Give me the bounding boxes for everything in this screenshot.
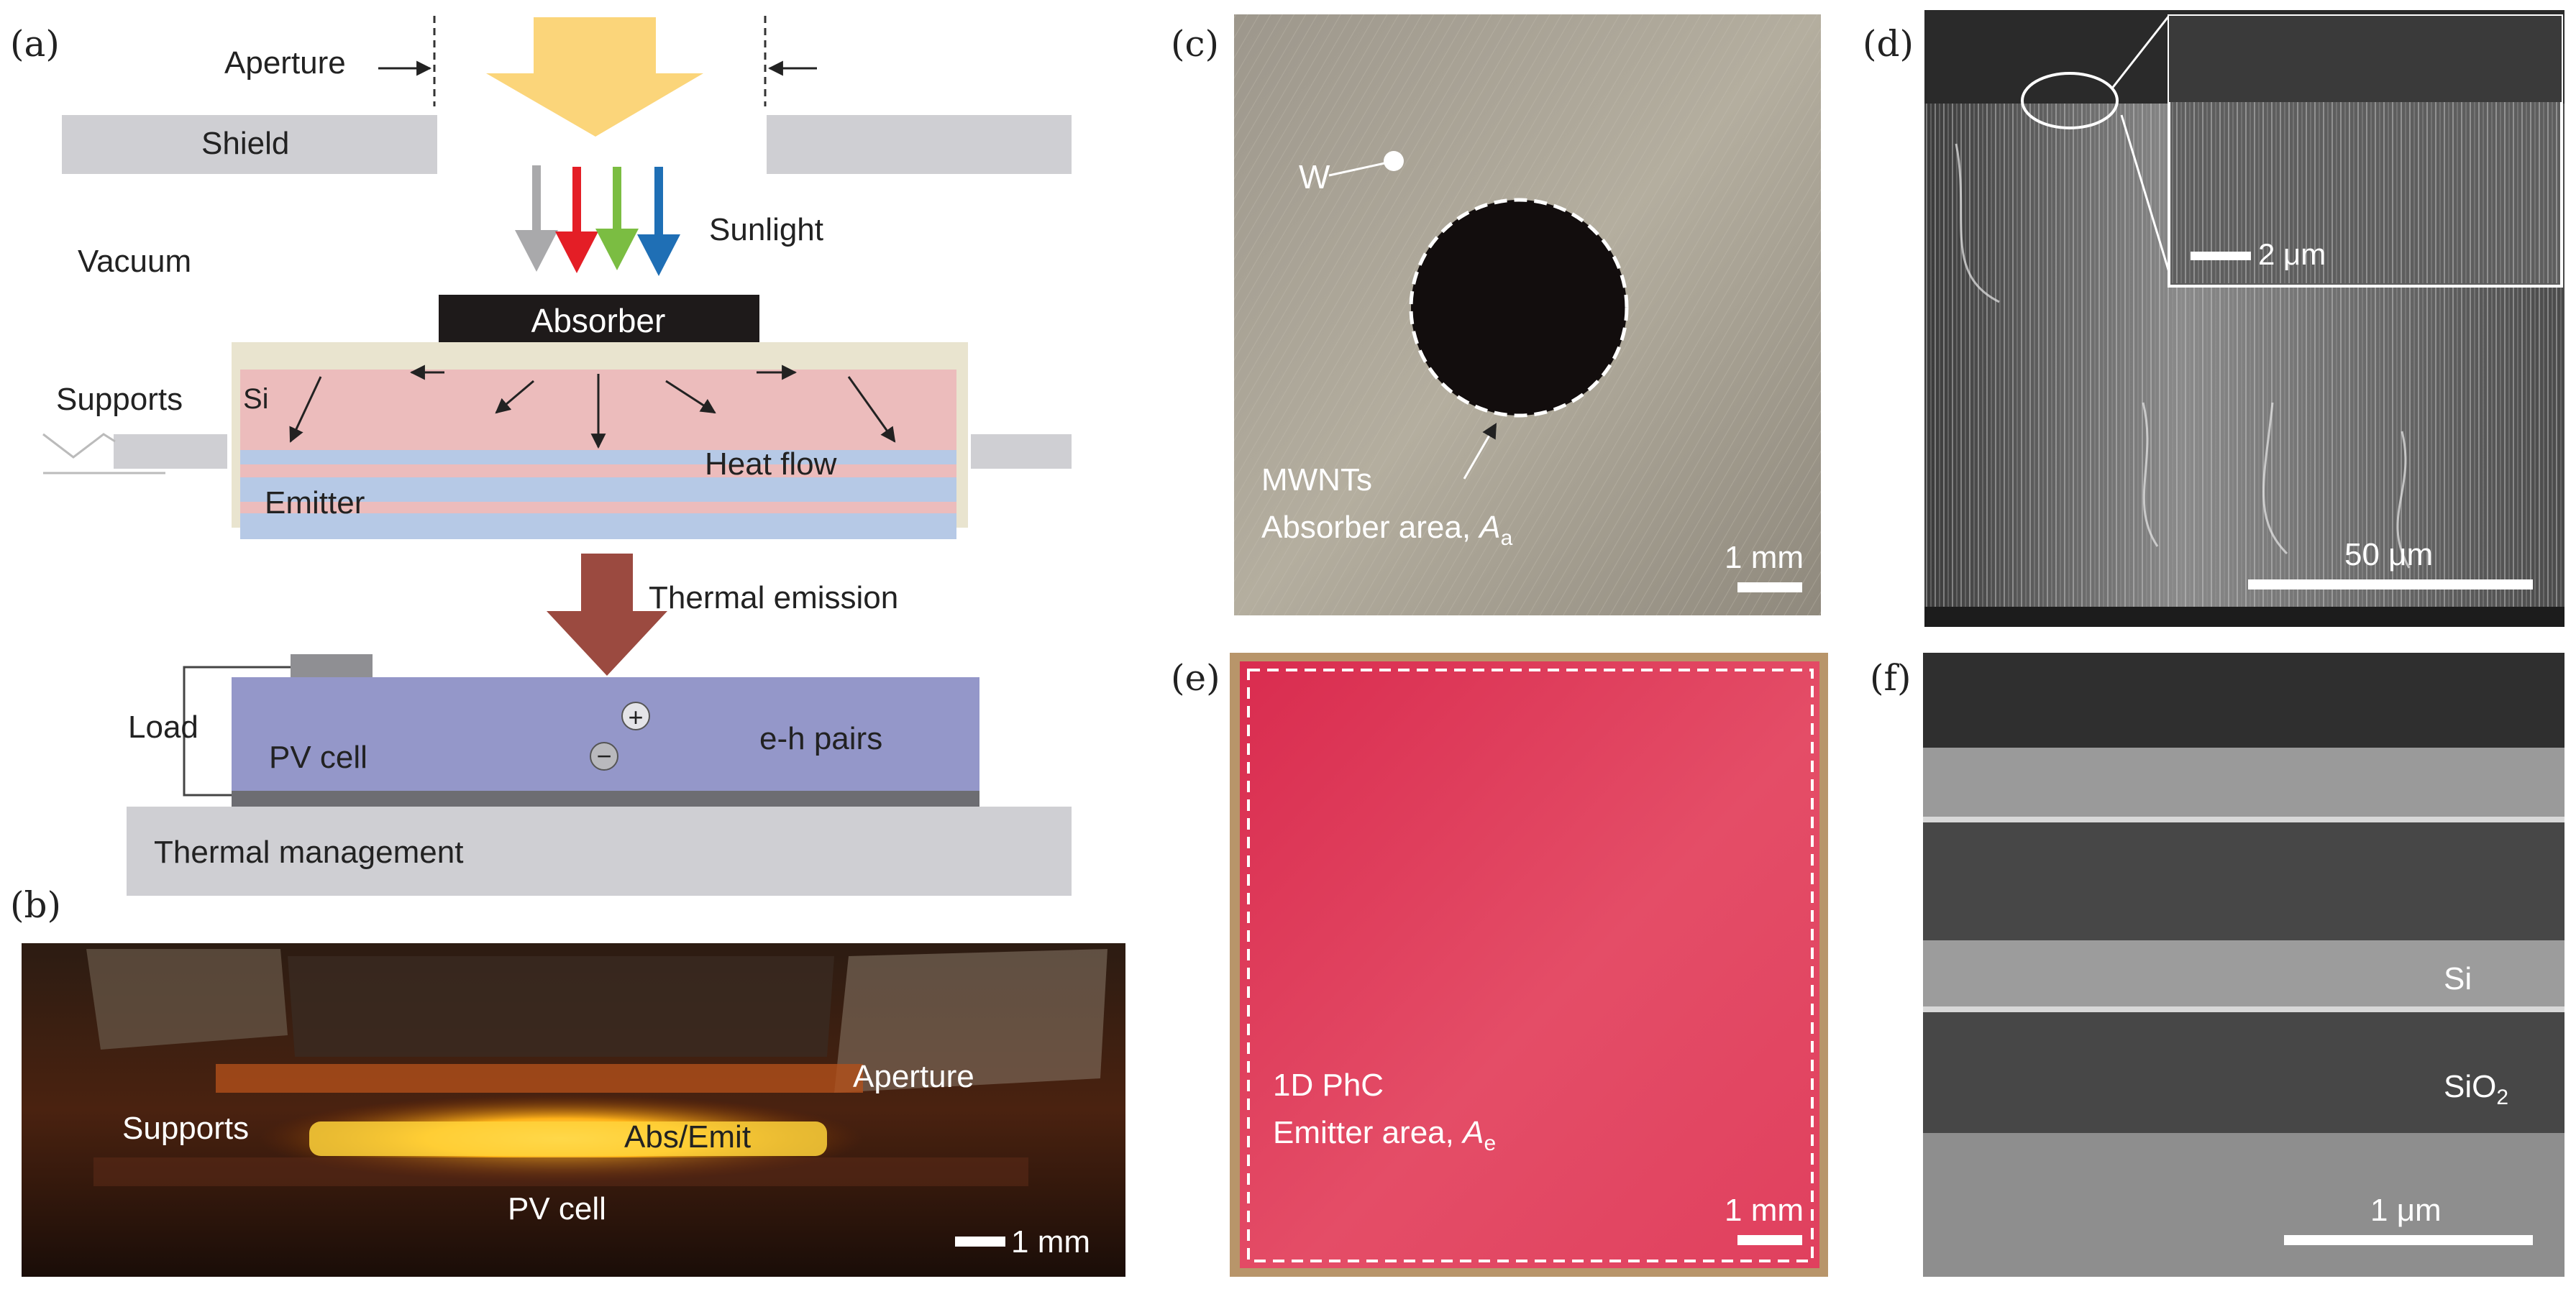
- scale-bar-c: [1737, 582, 1802, 592]
- emitter-area-outline: [1247, 669, 1814, 1262]
- aperture-photo-label: Aperture: [853, 1059, 974, 1094]
- w-marker-dot: [1384, 151, 1404, 171]
- emitter-label: Emitter: [265, 485, 365, 520]
- scale-label-f: 1 μm: [2370, 1193, 2442, 1228]
- supports-label: Supports: [56, 382, 183, 417]
- scale-bar-f: [2284, 1235, 2533, 1245]
- inset-scale-label: 2 μm: [2258, 237, 2326, 271]
- heat-flow-label: Heat flow: [705, 446, 837, 482]
- absorber-area-label: Absorber area, Aa: [1261, 510, 1513, 550]
- minus-sign: −: [596, 741, 611, 771]
- abs-emit-label: Abs/Emit: [624, 1119, 751, 1155]
- plus-sign: +: [628, 702, 643, 732]
- absorber-block: [439, 295, 759, 348]
- si-sem-label: Si: [2444, 961, 2472, 996]
- thermal-emission-label: Thermal emission: [649, 580, 898, 615]
- support-right: [971, 434, 1072, 469]
- panel-f: (f) Si SiO2 1 μm: [1870, 653, 2564, 1277]
- thermal-management-block: [127, 807, 1072, 896]
- panel-e-letter: (e): [1171, 657, 1220, 699]
- pv-top-contact: [291, 654, 373, 679]
- panel-f-letter: (f): [1870, 657, 1912, 699]
- shield-right: [767, 115, 1072, 174]
- mwnts-label: MWNTs: [1261, 462, 1372, 497]
- sunlight-arrows: [515, 165, 680, 276]
- pv-cell-label: PV cell: [269, 740, 367, 775]
- shield-label: Shield: [201, 126, 289, 161]
- panel-a-letter: (a): [10, 23, 60, 65]
- panel-e: (e) 1D PhC Emitter area, Ae 1 mm: [1171, 653, 1828, 1277]
- eh-pairs-label: e-h pairs: [759, 721, 882, 756]
- sio2-layer-2: [1923, 1012, 2564, 1133]
- sio2-layer-1: [1923, 822, 2564, 940]
- aperture-label: Aperture: [224, 45, 346, 81]
- scale-bar-e: [1737, 1235, 1802, 1245]
- shield-left: [62, 115, 437, 174]
- pv-cell-block: [232, 677, 979, 792]
- scale-label-d: 50 μm: [2344, 537, 2433, 572]
- load-label: Load: [128, 710, 198, 745]
- pv-bottom-contact: [232, 791, 979, 807]
- panel-d: (d) 2 μm 50 μm: [1863, 10, 2564, 627]
- scale-bar-d: [2248, 579, 2533, 590]
- absorber-label: Absorber: [531, 302, 666, 339]
- panel-b: (b) Aperture Supports Abs/Emit PV cell 1…: [10, 884, 1125, 1277]
- sun-arrow: [486, 17, 703, 137]
- load-circuit: [183, 666, 291, 797]
- thermal-management-label: Thermal management: [154, 835, 463, 870]
- panel-a: (a) Aperture Shield Sunlight Vacuum Abso…: [10, 16, 1072, 896]
- panel-c: (c) W MWNTs Absorber area, Aa 1 mm: [1171, 14, 1821, 615]
- pv-cell-photo-label: PV cell: [508, 1191, 606, 1226]
- electron-icon: [590, 742, 618, 771]
- si-layer-2: [1923, 940, 2564, 1006]
- hole-icon: [621, 702, 650, 730]
- scale-label-c: 1 mm: [1725, 540, 1804, 575]
- panel-d-letter: (d): [1863, 23, 1914, 65]
- scale-label-b: 1 mm: [1011, 1224, 1090, 1260]
- support-left: [114, 434, 227, 469]
- sunlight-label: Sunlight: [709, 212, 823, 247]
- panel-b-letter: (b): [10, 884, 61, 926]
- inset-scale-bar: [2191, 252, 2251, 260]
- emitter-layers: [240, 513, 956, 539]
- si-layer-1: [1923, 748, 2564, 817]
- emitter-area-label: Emitter area, Ae: [1273, 1115, 1496, 1155]
- sio2-sem-label: SiO2: [2444, 1069, 2508, 1109]
- si-label: Si: [243, 383, 269, 415]
- phc-label: 1D PhC: [1273, 1068, 1384, 1103]
- supports-photo-label: Supports: [122, 1111, 249, 1146]
- w-label: W: [1299, 158, 1330, 196]
- mwnt-absorber-circle: [1409, 198, 1629, 418]
- heat-flow-arrows: [289, 364, 896, 449]
- zoom-ellipse: [2021, 72, 2119, 129]
- si-substrate: [1923, 1133, 2564, 1277]
- photo-emitter: [1240, 661, 1819, 1268]
- vacuum-label: Vacuum: [78, 244, 191, 279]
- thermal-emission-arrow: [547, 554, 667, 676]
- panel-c-letter: (c): [1171, 23, 1219, 65]
- scale-bar-b: [955, 1237, 1005, 1247]
- scale-label-e: 1 mm: [1725, 1193, 1804, 1228]
